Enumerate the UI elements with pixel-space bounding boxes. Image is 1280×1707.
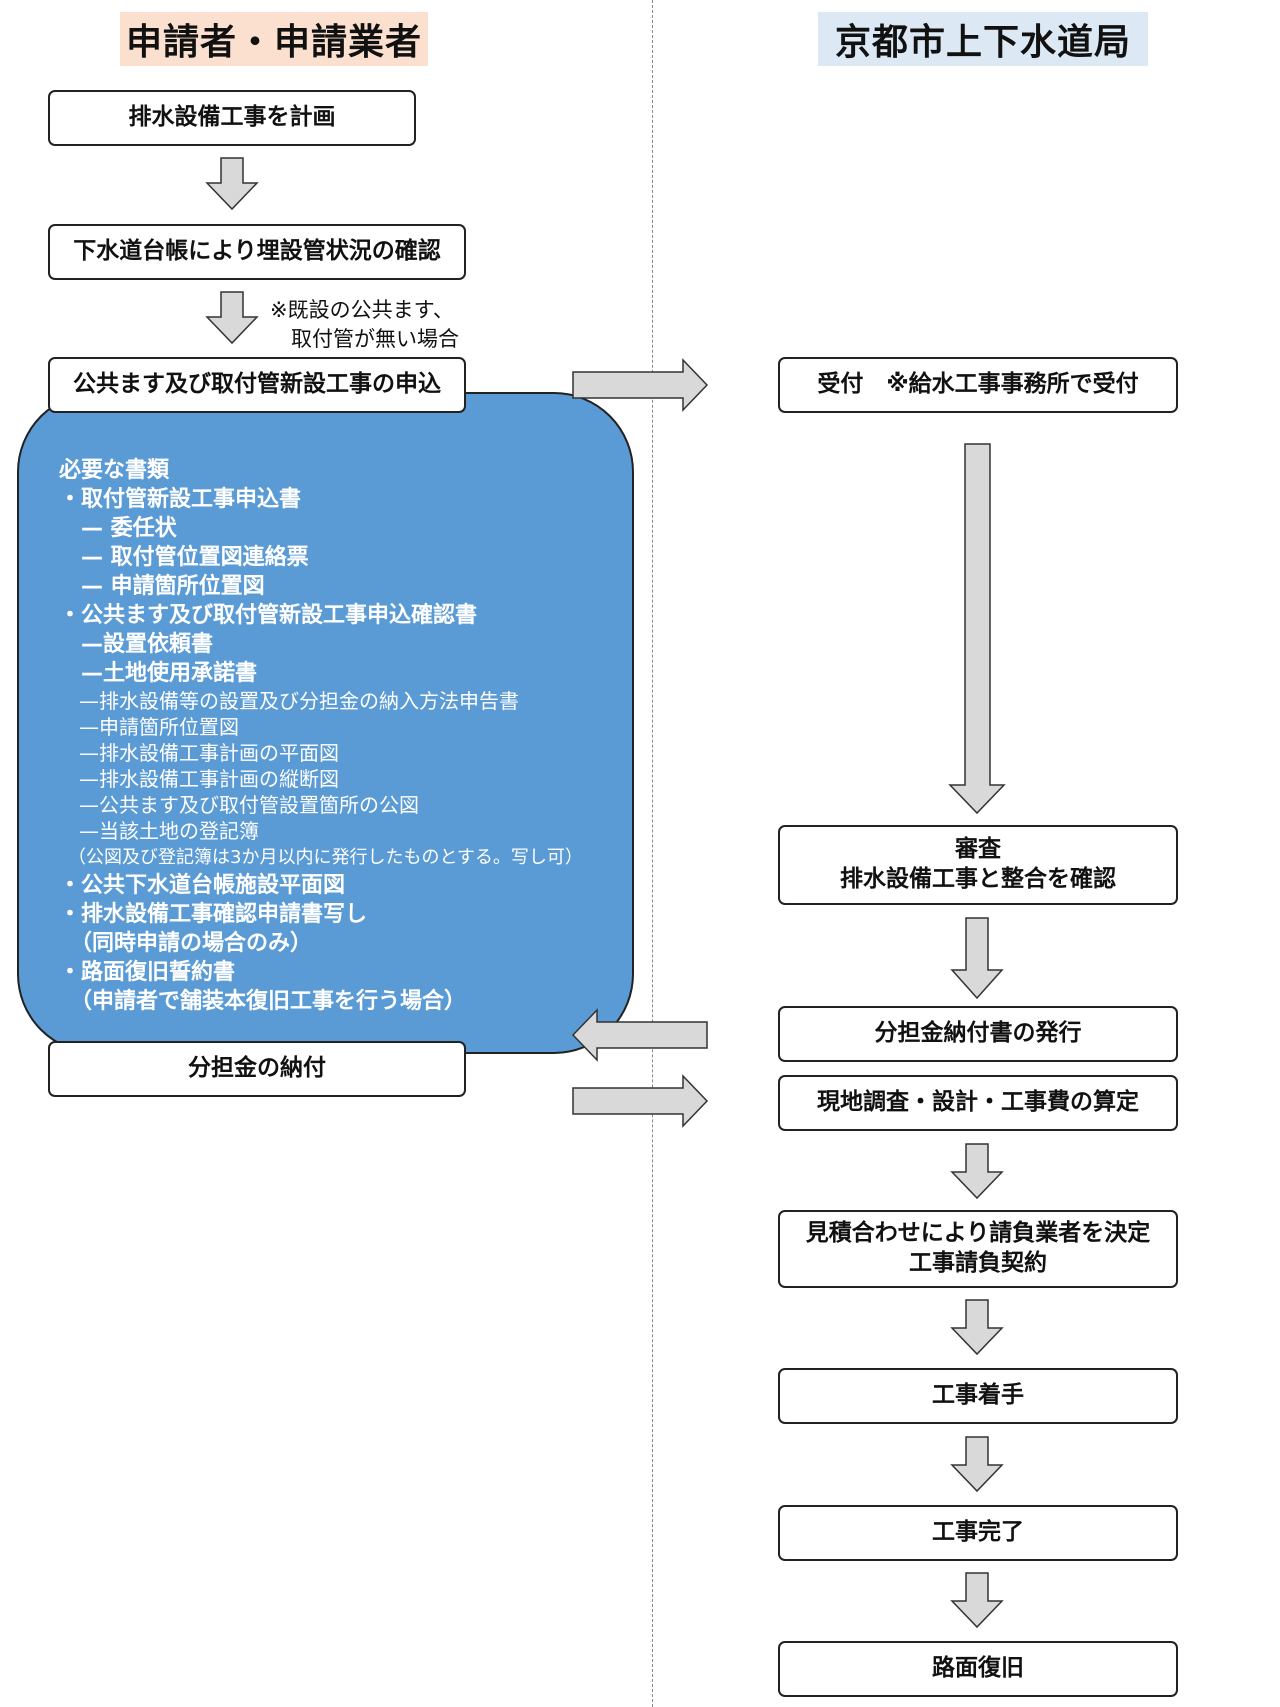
step-reception-label: 受付 ※給水工事事務所で受付: [817, 371, 1139, 398]
step-start: 工事着手: [778, 1368, 1178, 1424]
arrow-down-contract-to-start: [950, 1299, 1004, 1356]
document-item: —公共ます及び取付管設置箇所の公図: [59, 793, 419, 817]
arrow-left-invoice-to-pay: [571, 1008, 708, 1062]
document-item: —申請箇所位置図: [59, 715, 239, 739]
note-line-2: 取付管が無い場合: [270, 327, 459, 351]
step-review-line-1: 審査: [955, 836, 1001, 863]
document-item: ・公共ます及び取付管新設工事申込確認書: [59, 603, 478, 628]
step-pay: 分担金の納付: [48, 1041, 466, 1097]
step-apply: 公共ます及び取付管新設工事の申込: [48, 357, 466, 413]
document-item: — 取付管位置図連絡票: [59, 545, 309, 570]
document-item: ・取付管新設工事申込書: [59, 487, 302, 512]
step-complete: 工事完了: [778, 1505, 1178, 1561]
note-line-1: ※既設の公共ます、: [270, 298, 454, 322]
step-invoice: 分担金納付書の発行: [778, 1006, 1178, 1062]
step-contract-line-1: 見積合わせにより請負業者を決定: [805, 1220, 1151, 1247]
document-item: —排水設備工事計画の平面図: [59, 741, 339, 765]
document-item: ・排水設備工事確認申請書写し: [59, 902, 368, 927]
document-item: （公図及び登記簿は3か月以内に発行したものとする。写し可）: [59, 847, 583, 868]
document-item: ・公共下水道台帳施設平面図: [59, 873, 346, 898]
document-item: —排水設備等の設置及び分担金の納入方法申告書: [59, 689, 519, 713]
arrow-down-check-to-apply: [205, 291, 259, 345]
arrow-down-survey-to-contract: [950, 1143, 1004, 1200]
step-plan-label: 排水設備工事を計画: [128, 104, 336, 131]
header-applicant: 申請者・申請業者: [120, 12, 428, 66]
document-item: 必要な書類: [59, 458, 170, 483]
arrow-down-reception-to-review: [948, 443, 1006, 815]
step-review: 審査 排水設備工事と整合を確認: [778, 825, 1178, 905]
document-item: —土地使用承諾書: [59, 661, 258, 686]
required-documents-list: 必要な書類・取付管新設工事申込書 — 委任状 — 取付管位置図連絡票 — 申請箇…: [59, 456, 583, 1016]
step-contract: 見積合わせにより請負業者を決定 工事請負契約: [778, 1210, 1178, 1288]
step-review-line-2: 排水設備工事と整合を確認: [840, 866, 1116, 892]
document-item: —排水設備工事計画の縦断図: [59, 767, 339, 791]
column-divider: [652, 0, 653, 1707]
required-documents-panel: 必要な書類・取付管新設工事申込書 — 委任状 — 取付管位置図連絡票 — 申請箇…: [17, 392, 634, 1054]
step-pay-label: 分担金の納付: [188, 1055, 326, 1082]
step-survey: 現地調査・設計・工事費の算定: [778, 1075, 1178, 1131]
arrow-right-apply-to-reception: [572, 358, 709, 412]
arrow-down-plan-to-check: [205, 157, 259, 211]
step-restore: 路面復旧: [778, 1641, 1178, 1697]
document-item: ・路面復旧誓約書: [59, 960, 236, 985]
step-plan: 排水設備工事を計画: [48, 90, 416, 146]
step-invoice-label: 分担金納付書の発行: [874, 1020, 1082, 1047]
header-bureau: 京都市上下水道局: [818, 12, 1148, 66]
step-check-label: 下水道台帳により埋設管状況の確認: [73, 238, 441, 265]
step-restore-label: 路面復旧: [932, 1655, 1024, 1682]
note-no-existing-pipe: ※既設の公共ます、 取付管が無い場合: [270, 296, 459, 354]
step-complete-label: 工事完了: [932, 1519, 1024, 1546]
document-item: （同時申請の場合のみ）: [59, 931, 313, 956]
document-item: （申請者で舗装本復旧工事を行う場合）: [59, 989, 467, 1014]
document-item: — 委任状: [59, 516, 177, 541]
step-check: 下水道台帳により埋設管状況の確認: [48, 224, 466, 280]
step-contract-line-2: 工事請負契約: [909, 1250, 1047, 1276]
step-reception: 受付 ※給水工事事務所で受付: [778, 357, 1178, 413]
document-item: —当該土地の登記簿: [59, 819, 259, 843]
document-item: —設置依頼書: [59, 632, 214, 657]
arrow-down-review-to-invoice: [950, 917, 1004, 1000]
step-start-label: 工事着手: [932, 1382, 1024, 1409]
arrow-down-complete-to-restore: [950, 1572, 1004, 1629]
arrow-down-start-to-complete: [950, 1436, 1004, 1493]
arrow-right-pay-to-survey: [572, 1074, 709, 1128]
document-item: — 申請箇所位置図: [59, 574, 265, 599]
step-apply-label: 公共ます及び取付管新設工事の申込: [73, 371, 441, 398]
step-survey-label: 現地調査・設計・工事費の算定: [817, 1089, 1139, 1116]
